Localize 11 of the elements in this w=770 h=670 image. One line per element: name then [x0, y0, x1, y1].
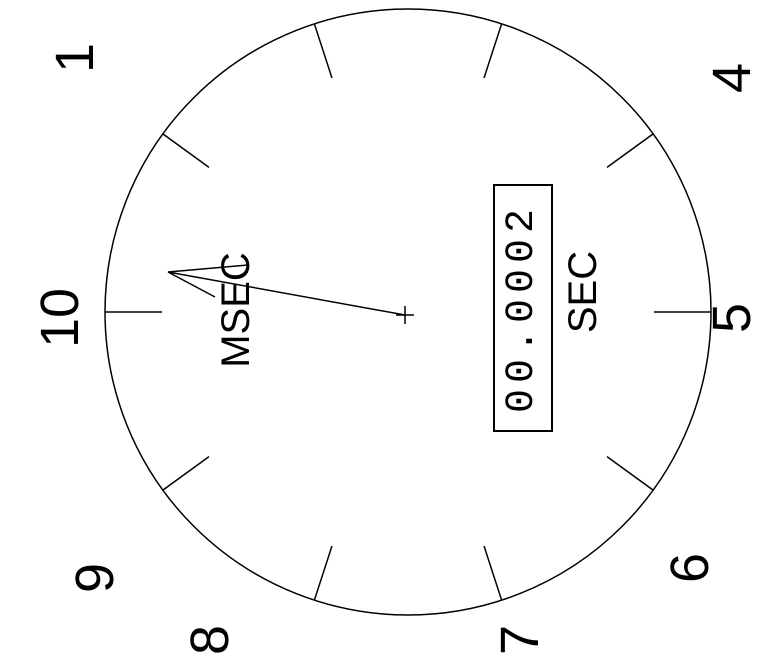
dial-number: 7: [493, 624, 547, 656]
dial-number: 10: [33, 288, 87, 348]
dial-number: 5: [705, 302, 759, 334]
unit-label: SEC: [563, 250, 603, 334]
unit-label: MSEC: [216, 252, 256, 368]
readout-display: 00.0002: [493, 184, 553, 432]
dial-number: 4: [705, 62, 759, 94]
dial-number: 6: [663, 552, 717, 584]
dial-number: 9: [68, 562, 122, 594]
dial-number: 1: [48, 42, 102, 74]
dial-number: 8: [183, 624, 237, 656]
